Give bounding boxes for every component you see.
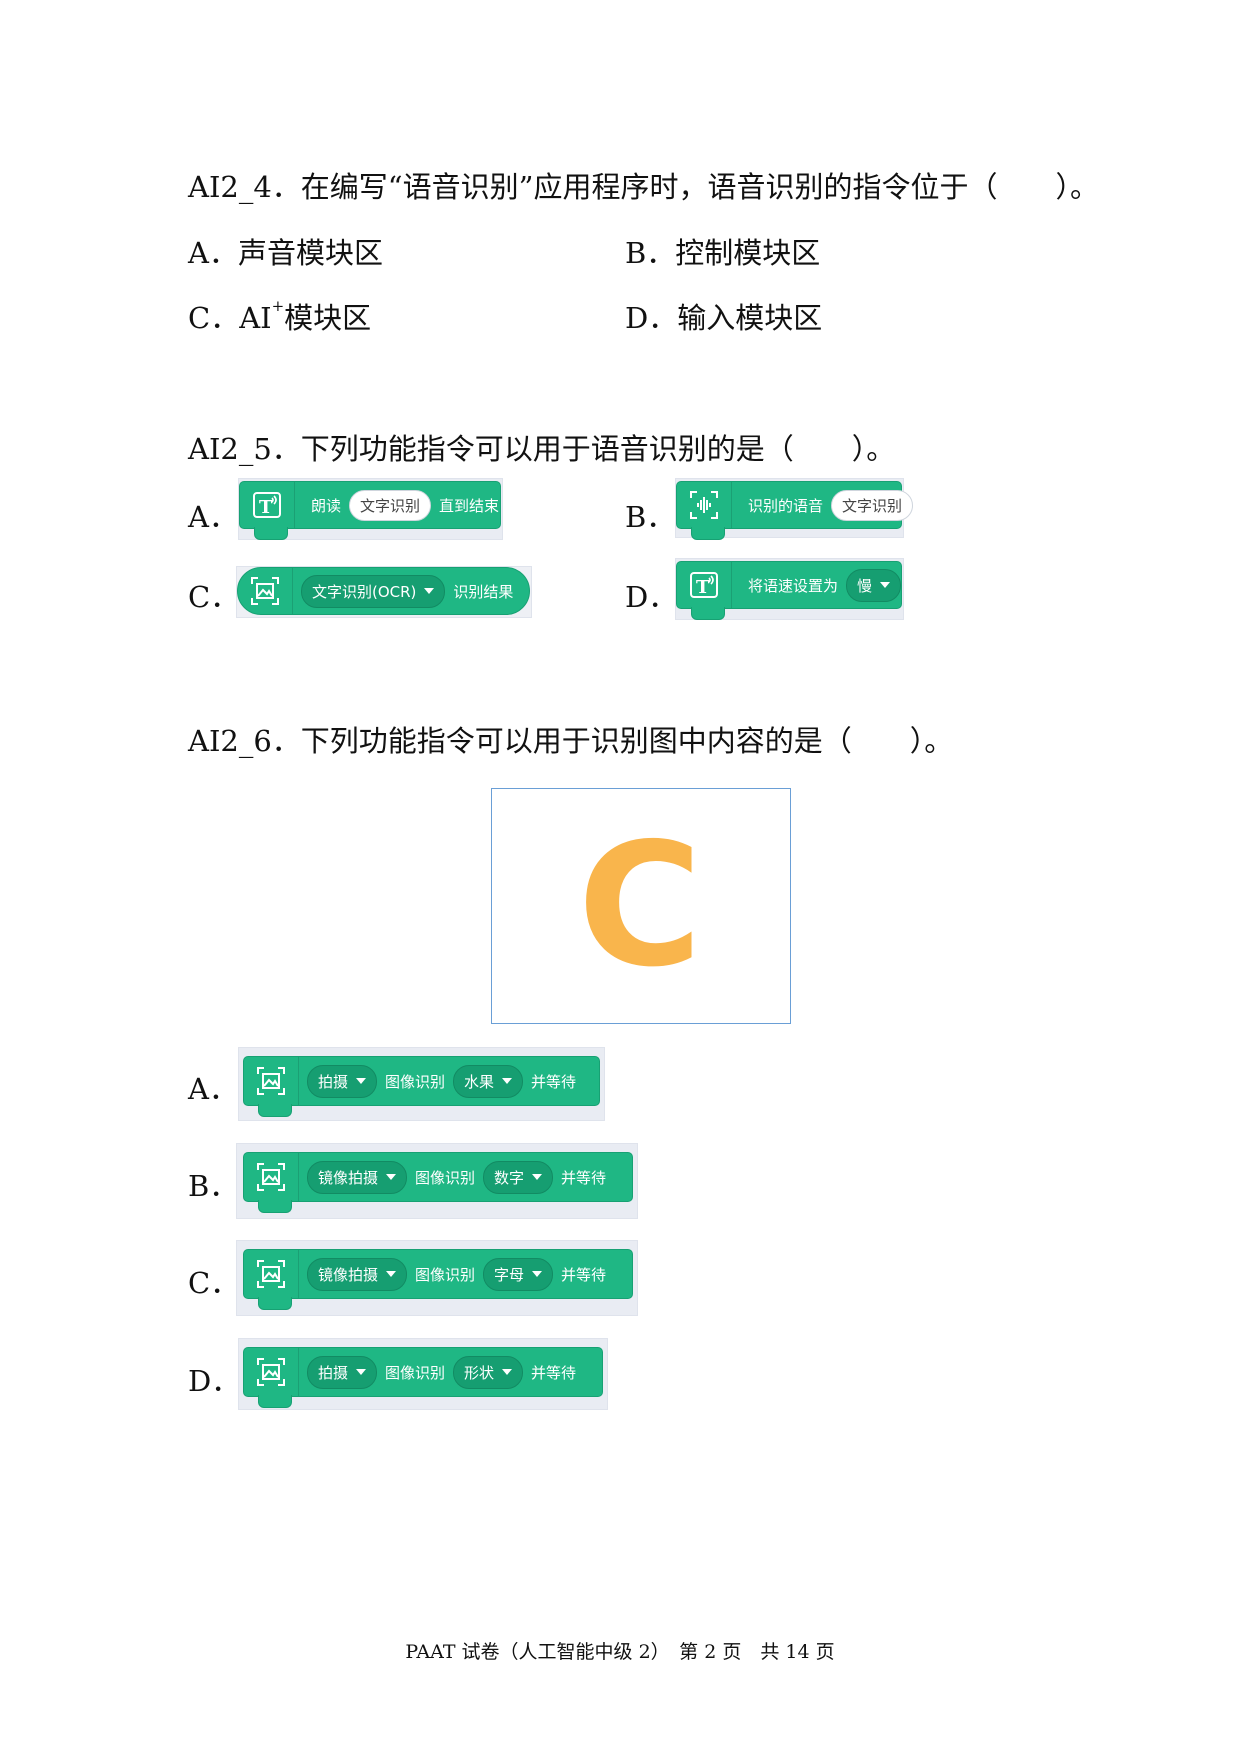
- q5-block-d-dropdown-text: 慢: [857, 576, 873, 595]
- q5-block-a-label2: 直到结束: [439, 496, 500, 515]
- page-footer: PAAT 试卷（人工智能中级 2） 第 2 页 共 14 页: [405, 1641, 835, 1663]
- q6-block-a: 拍摄 图像识别 水果 并等待: [243, 1056, 600, 1117]
- q5-letter-d: D．: [625, 580, 678, 614]
- q5-block-c-bg: 文字识别(OCR) 识别结果: [236, 566, 532, 618]
- q5-block-a: T 朗读 文字识别 直到结束: [239, 481, 501, 540]
- q6-block-b-mode: 镜像拍摄: [307, 1160, 408, 1194]
- q6-block-a-mode: 拍摄: [307, 1064, 378, 1098]
- q5-block-c-label1: 识别结果: [453, 582, 514, 601]
- question-4-stem: AI2_4．在编写“语音识别”应用程序时，语音识别的指令位于（ ）。: [188, 170, 1099, 204]
- q6-block-a-bg: 拍摄 图像识别 水果 并等待: [238, 1047, 605, 1121]
- q5-block-a-label1: 朗读: [311, 496, 342, 515]
- q5-letter-c: C．: [188, 580, 240, 614]
- q6-letter-b: B．: [188, 1169, 239, 1203]
- q5-block-b: 识别的语音 文字识别: [676, 481, 914, 540]
- q5-block-b-bg: 识别的语音 文字识别: [675, 478, 914, 540]
- q5-block-d-dropdown: 慢: [846, 568, 902, 602]
- text-to-speech-icon: T: [687, 568, 721, 602]
- q6-block-a-category-text: 水果: [464, 1072, 495, 1091]
- q6-block-b-category-text: 数字: [494, 1168, 525, 1187]
- q6-block-d-mode-text: 拍摄: [318, 1363, 349, 1382]
- q6-block-d-label1: 图像识别: [385, 1363, 446, 1382]
- q4-option-c: C．AI+模块区: [188, 295, 371, 337]
- chevron-down-icon: [424, 588, 435, 594]
- q5-block-c: 文字识别(OCR) 识别结果: [237, 567, 530, 615]
- q5-block-a-input: 文字识别: [349, 489, 432, 521]
- q6-block-c-category-text: 字母: [494, 1265, 525, 1284]
- q5-block-d-label1: 将语速设置为: [748, 576, 839, 595]
- image-recognition-icon: [254, 1355, 288, 1389]
- q6-block-b-mode-text: 镜像拍摄: [318, 1168, 379, 1187]
- q6-block-d-bg: 拍摄 图像识别 形状 并等待: [238, 1338, 608, 1410]
- image-letter: C: [578, 807, 703, 1005]
- chevron-down-icon: [532, 1271, 543, 1277]
- q5-letter-a: A．: [188, 500, 238, 534]
- question-6-stem: AI2_6．下列功能指令可以用于识别图中内容的是（ ）。: [188, 724, 954, 758]
- q6-block-a-label1: 图像识别: [385, 1072, 446, 1091]
- chevron-down-icon: [502, 1078, 513, 1084]
- image-recognition-icon: [254, 1064, 288, 1098]
- q6-block-a-mode-text: 拍摄: [318, 1072, 349, 1091]
- chevron-down-icon: [502, 1369, 513, 1375]
- q6-block-c-label1: 图像识别: [415, 1265, 476, 1284]
- q5-block-b-label1: 识别的语音: [748, 496, 824, 515]
- q6-block-d-label2: 并等待: [531, 1363, 577, 1382]
- q4-option-c-prefix: C．AI: [188, 301, 272, 335]
- q6-letter-c: C．: [188, 1266, 240, 1300]
- image-recognition-icon: [254, 1257, 288, 1291]
- q4-option-c-sup: +: [271, 297, 285, 315]
- q6-block-d-category: 形状: [453, 1355, 524, 1389]
- q6-block-c: 镜像拍摄 图像识别 字母 并等待: [243, 1249, 633, 1310]
- chevron-down-icon: [880, 582, 891, 588]
- image-recognition-icon: [254, 1160, 288, 1194]
- q6-block-a-label2: 并等待: [531, 1072, 577, 1091]
- chevron-down-icon: [356, 1369, 367, 1375]
- q6-block-d-mode: 拍摄: [307, 1355, 378, 1389]
- q6-letter-d: D．: [188, 1364, 241, 1398]
- q6-block-b-label2: 并等待: [561, 1168, 607, 1187]
- q4-option-c-suffix: 模块区: [284, 301, 372, 335]
- q6-letter-a: A．: [188, 1072, 238, 1106]
- q6-block-b-bg: 镜像拍摄 图像识别 数字 并等待: [236, 1143, 638, 1219]
- q5-block-a-bg: T 朗读 文字识别 直到结束: [238, 478, 503, 540]
- q6-block-b: 镜像拍摄 图像识别 数字 并等待: [243, 1152, 633, 1213]
- q5-block-c-dropdown-text: 文字识别(OCR): [312, 582, 417, 601]
- text-to-speech-icon: T: [250, 488, 284, 522]
- question-5-stem: AI2_5．下列功能指令可以用于语音识别的是（ ）。: [188, 432, 896, 466]
- q5-block-d: T 将语速设置为 慢: [676, 561, 902, 620]
- q5-letter-b: B．: [625, 500, 676, 534]
- q6-block-a-category: 水果: [453, 1064, 524, 1098]
- q6-block-c-mode-text: 镜像拍摄: [318, 1265, 379, 1284]
- q5-block-b-input: 文字识别: [831, 489, 914, 521]
- chevron-down-icon: [532, 1174, 543, 1180]
- chevron-down-icon: [386, 1271, 397, 1277]
- q5-block-c-dropdown: 文字识别(OCR): [301, 574, 446, 608]
- q6-block-b-label1: 图像识别: [415, 1168, 476, 1187]
- chevron-down-icon: [356, 1078, 367, 1084]
- svg-text:T: T: [259, 497, 273, 518]
- voice-recognition-icon: [687, 488, 721, 522]
- q4-option-d: D．输入模块区: [625, 301, 823, 335]
- q4-option-a: A．声音模块区: [188, 236, 383, 270]
- question-image: C: [491, 788, 791, 1024]
- q6-block-b-category: 数字: [483, 1160, 554, 1194]
- svg-text:T: T: [696, 577, 710, 598]
- q4-option-b: B．控制模块区: [625, 236, 821, 270]
- q6-block-d-category-text: 形状: [464, 1363, 495, 1382]
- q6-block-c-mode: 镜像拍摄: [307, 1257, 408, 1291]
- image-recognition-icon: [248, 574, 282, 608]
- q6-block-c-label2: 并等待: [561, 1265, 607, 1284]
- q6-block-c-bg: 镜像拍摄 图像识别 字母 并等待: [236, 1240, 638, 1316]
- q6-block-d: 拍摄 图像识别 形状 并等待: [243, 1347, 603, 1408]
- q6-block-c-category: 字母: [483, 1257, 554, 1291]
- q5-block-d-bg: T 将语速设置为 慢: [675, 558, 904, 620]
- chevron-down-icon: [386, 1174, 397, 1180]
